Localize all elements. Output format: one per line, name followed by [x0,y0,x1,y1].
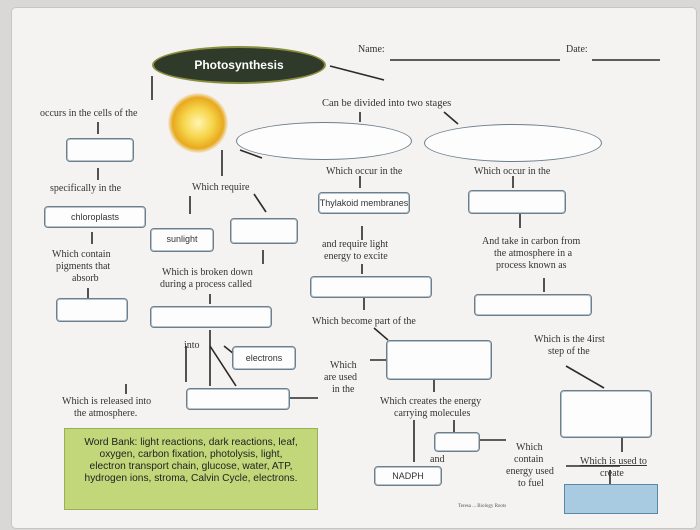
glucose-box[interactable] [564,484,658,514]
require-box[interactable] [230,218,298,244]
electrons-box: electrons [232,346,296,370]
thylakoid-text: Thylakoid membranes [319,198,409,208]
thylakoid-box: Thylakoid membranes [318,192,410,214]
into-label: into [184,340,200,351]
are-used-line3: in the [332,384,355,395]
nadph-text: NADPH [392,471,424,481]
stroma-box[interactable] [468,190,566,214]
word-bank-heading: Word Bank: [84,437,138,448]
electrons-text: electrons [245,353,283,363]
calvin-box[interactable] [560,390,652,438]
page-title: Photosynthesis [194,58,284,72]
word-bank-line4: hydrogen ions, stroma, Calvin Cycle, ele… [84,473,298,484]
contain-energy-line4: to fuel [518,478,544,489]
become-part-label: Which become part of the [312,316,416,327]
and-require-line1: and require light [322,239,389,250]
creates-line1: Which creates the energy [380,396,482,407]
and-label: and [430,454,445,465]
used-to-create-line2: create [600,468,624,479]
word-bank-line2: oxygen, carbon fixation, photolysis, lig… [99,449,283,460]
word-bank-line1: Word Bank: light reactions, dark reactio… [71,437,311,449]
credit-text: Teresa ... Biology Roots [458,504,507,509]
pigment-box[interactable] [56,298,128,322]
word-bank-text1: light reactions, dark reactions, leaf, [140,437,298,448]
which-contain-line1: Which contain [52,249,111,260]
and-take-line2: the atmosphere in a [494,248,573,259]
name-label: Name: [358,44,385,55]
are-used-line1: Which [330,360,357,371]
contain-energy-line1: Which [516,442,543,453]
and-require-line2: energy to excite [324,251,388,262]
date-label: Date: [566,44,588,55]
organ-box[interactable] [66,138,134,162]
atp-box[interactable] [434,432,480,452]
first-step-line2: step of the [548,346,590,357]
sun-icon [168,93,228,153]
sunlight-text: sunlight [166,234,198,244]
stage-two-oval[interactable] [424,124,602,162]
and-take-line3: process known as [496,260,567,271]
stage-one-oval[interactable] [236,122,412,160]
are-used-line2: are used [324,372,358,383]
and-take-line1: And take in carbon from [482,236,581,247]
light-reaction-box[interactable] [310,276,432,298]
released-line2: the atmosphere. [74,408,138,419]
which-contain-line2: pigments that [56,261,111,272]
which-occur-left: Which occur in the [326,166,403,177]
divided-label: Can be divided into two stages [322,98,452,109]
word-bank-line3: electron transport chain, glucose, water… [89,461,293,472]
contain-energy-line2: contain [514,454,544,465]
title-oval: Photosynthesis [152,46,326,84]
used-to-create-line1: Which is used to [580,456,647,467]
carbon-fixation-box[interactable] [474,294,592,316]
creates-line2: carrying molecules [394,408,471,419]
contain-energy-line3: energy used [506,466,554,477]
released-line1: Which is released into [62,396,152,407]
released-product-box[interactable] [186,388,290,410]
sunlight-box: sunlight [150,228,214,252]
word-bank: Word Bank: light reactions, dark reactio… [64,428,318,510]
chain-box[interactable] [386,340,492,380]
specifically-label: specifically in the [50,183,122,194]
nadph-box: NADPH [374,466,442,486]
broken-down-line2: during a process called [160,279,252,290]
process-box[interactable] [150,306,272,328]
chloroplasts-text: chloroplasts [70,212,120,222]
broken-down-line1: Which is broken down [162,267,253,278]
which-require-label: Which require [192,182,250,193]
chloroplasts-box: chloroplasts [44,206,146,228]
first-step-line1: Which is the 4irst [534,334,605,345]
which-occur-right: Which occur in the [474,166,551,177]
occurs-label: occurs in the cells of the [40,108,138,119]
which-contain-line3: absorb [72,273,99,284]
